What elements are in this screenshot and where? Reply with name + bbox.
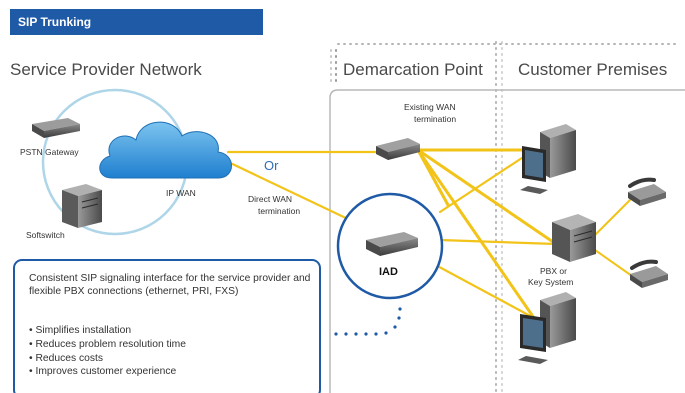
router-icon bbox=[32, 118, 80, 138]
softswitch-label: Softswitch bbox=[26, 230, 65, 240]
demarcation-dotted-band bbox=[330, 41, 681, 393]
router-icon bbox=[366, 232, 418, 256]
info-box-bullets: Simplifies installation Reduces problem … bbox=[29, 324, 186, 379]
service-provider-heading: Service Provider Network bbox=[10, 60, 202, 79]
pstn-gateway-label: PSTN Gateway bbox=[20, 147, 79, 157]
banner-title: SIP Trunking bbox=[18, 15, 92, 29]
info-box-intro: Consistent SIP signaling interface for t… bbox=[29, 273, 311, 297]
server-tower-icon bbox=[552, 214, 596, 262]
customer-premises-heading: Customer Premises bbox=[518, 60, 668, 79]
customer-premises-frame bbox=[329, 89, 685, 393]
desk-phone-icon bbox=[628, 177, 666, 206]
direct-wan-label-line2: termination bbox=[258, 206, 301, 216]
info-box-link-dots bbox=[334, 307, 402, 336]
pbx-label-line1: PBX or bbox=[540, 266, 567, 276]
bullet-item: Reduces costs bbox=[29, 352, 186, 366]
connection-lines bbox=[222, 148, 633, 320]
existing-wan-label-line2: termination bbox=[414, 114, 457, 124]
demarcation-heading: Demarcation Point bbox=[343, 60, 483, 79]
bullet-item: Reduces problem resolution time bbox=[29, 338, 186, 352]
bullet-item: Simplifies installation bbox=[29, 324, 186, 338]
existing-wan-label-line1: Existing WAN bbox=[404, 102, 456, 112]
router-icon bbox=[376, 138, 420, 160]
ip-wan-label: IP WAN bbox=[166, 188, 196, 198]
banner: SIP Trunking bbox=[10, 9, 263, 35]
desktop-computer-icon bbox=[520, 124, 576, 194]
direct-wan-label-line1: Direct WAN bbox=[248, 194, 293, 204]
info-box: Consistent SIP signaling interface for t… bbox=[13, 259, 321, 393]
server-tower-icon bbox=[62, 184, 102, 228]
bullet-item: Improves customer experience bbox=[29, 365, 186, 379]
desk-phone-icon bbox=[630, 259, 668, 288]
or-label: Or bbox=[264, 158, 279, 173]
pbx-label-line2: Key System bbox=[528, 277, 574, 287]
iad-label: IAD bbox=[379, 266, 398, 278]
desktop-computer-icon bbox=[518, 292, 576, 364]
cloud-icon bbox=[99, 121, 232, 179]
